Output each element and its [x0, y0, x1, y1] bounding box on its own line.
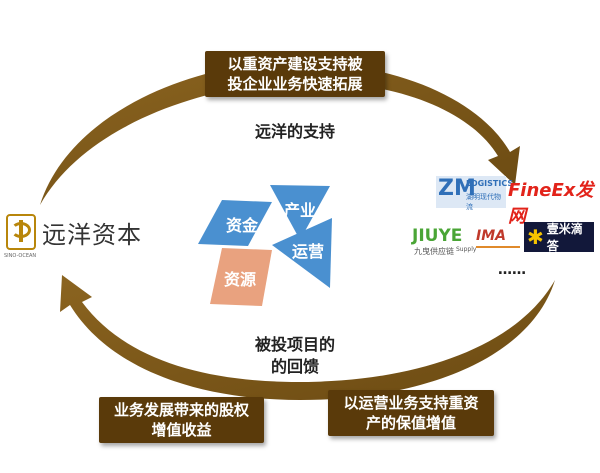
feedback-line2: 的回馈 — [270, 357, 319, 376]
resources-text: 资源 — [224, 270, 257, 289]
bottom-left-line1: 业务发展带来的股权 — [113, 401, 249, 419]
jiuye-logo: JIUYE 九曳供应链 Supply — [412, 226, 477, 260]
jiuye-text: JIUYE — [412, 226, 463, 246]
ima-underline — [476, 246, 520, 248]
bottom-right-line1: 以运营业务支持重资 — [343, 394, 479, 412]
zm-letters: ZM — [438, 176, 476, 201]
yimi-text: 壹米滴答 — [546, 222, 583, 253]
jiuye-supply: Supply — [456, 246, 477, 253]
more-ellipsis: …… — [498, 262, 526, 278]
upper-arc-arrow — [40, 61, 520, 205]
company-caption: SINO-OCEAN — [4, 253, 37, 259]
zm-cn: 湖明现代物流 — [466, 193, 501, 211]
asterisk-icon: ✱ — [527, 225, 544, 249]
top-box: 以重资产建设支持被 投企业业务快速拓展 — [205, 51, 385, 97]
feedback-line1: 被投项目的 — [254, 335, 335, 354]
company-logo: 远洋资本 — [6, 214, 142, 250]
yimi-logo: ✱ 壹米滴答 — [524, 222, 594, 253]
capital-text: 资金 — [226, 216, 259, 235]
bottom-left-line2: 增值收益 — [151, 421, 212, 439]
operation-text: 运营 — [292, 242, 325, 261]
bottom-right-box: 以运营业务支持重资 产的保值增值 — [328, 390, 494, 436]
support-label: 远洋的支持 — [254, 122, 335, 141]
industry-text: 产业 — [284, 201, 317, 220]
zm-en: LOGISTICS — [466, 179, 514, 188]
company-name: 远洋资本 — [42, 220, 142, 249]
sino-ocean-icon — [6, 214, 36, 250]
capital-triangle — [198, 200, 272, 246]
ima-text: IMA — [476, 228, 506, 244]
fineex-logo: FineEx发网 — [508, 180, 594, 227]
operation-triangle — [272, 218, 332, 288]
ima-logo: IMA — [476, 228, 522, 254]
bottom-left-box: 业务发展带来的股权 增值收益 — [99, 397, 264, 443]
zm-logo: ZM LOGISTICS 湖明现代物流 — [436, 176, 513, 211]
industry-triangle — [270, 185, 330, 240]
bottom-right-line2: 产的保值增值 — [365, 414, 456, 432]
jiuye-cn: 九曳供应链 — [414, 247, 454, 256]
feedback-label: 被投项目的 的回馈 — [235, 334, 355, 378]
lower-arc-arrow — [60, 275, 555, 400]
resources-triangle — [210, 248, 272, 306]
top-box-line1: 以重资产建设支持被 — [227, 55, 363, 73]
top-box-line2: 投企业业务快速拓展 — [227, 75, 363, 93]
